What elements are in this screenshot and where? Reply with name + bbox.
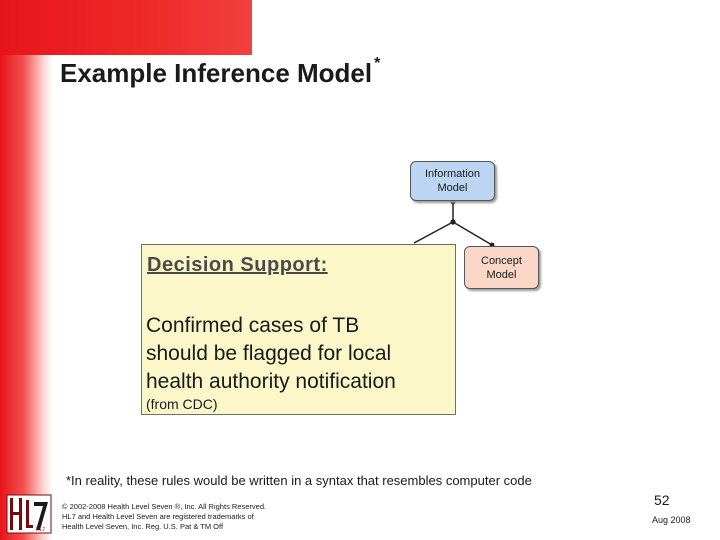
copyright-line-1: © 2002-2008 Health Level Seven ®, Inc. A… (62, 502, 267, 511)
slide-title: Example Inference Model* (60, 55, 381, 89)
decision-support-heading: Decision Support: (147, 254, 328, 276)
logo-text: HL7 (36, 527, 45, 533)
footnote: *In reality, these rules would be writte… (66, 473, 532, 488)
rule-line-3: health authority notification (146, 370, 396, 393)
rule-line-2: should be flagged for local (146, 342, 392, 365)
hl7-logo: HL7 (6, 494, 52, 534)
copyright-notice: © 2002-2008 Health Level Seven ®, Inc. A… (62, 502, 266, 532)
concept-model-line2: Model (486, 268, 517, 281)
red-side-band (0, 0, 52, 540)
decision-support-rule: Confirmed cases of TB should be flagged … (146, 312, 446, 396)
red-top-band (0, 0, 252, 55)
slide-date: Aug 2008 (652, 515, 691, 525)
info-model-line2: Model (437, 182, 468, 194)
rule-source: (from CDC) (146, 396, 218, 412)
copyright-line-2: HL7 and Health Level Seven are registere… (62, 512, 254, 521)
decision-support-box (141, 244, 456, 415)
info-model-line1: Information (424, 168, 481, 180)
slide-title-text: Example Inference Model (60, 58, 373, 88)
page-number: 52 (654, 492, 670, 508)
copyright-line-3: Health Level Seven, Inc. Reg. U.S. Pat &… (62, 522, 224, 531)
concept-model-line1: Concept (481, 254, 522, 267)
title-asterisk: * (374, 55, 381, 73)
rule-line-1: Confirmed cases of TB (146, 314, 360, 337)
